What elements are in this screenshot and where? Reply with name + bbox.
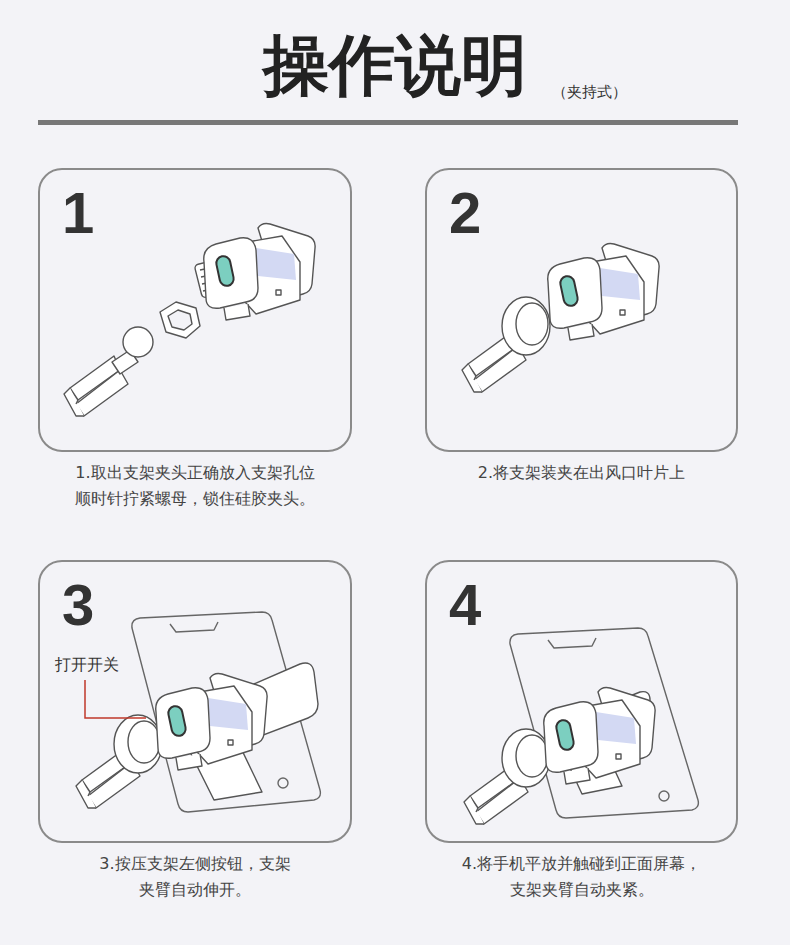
step-number: 2 [449, 180, 481, 246]
step-number: 3 [62, 572, 94, 638]
step-number: 4 [449, 572, 481, 638]
leader-line [85, 680, 146, 718]
step-caption: 1.取出支架夹头正确放入支架孔位 顺时针拧紧螺母，锁住硅胶夹头。 [72, 460, 318, 512]
callout-label: 打开开关 [55, 654, 119, 676]
subtitle: （夹持式） [552, 82, 627, 102]
step-caption: 2.将支架装夹在出风口叶片上 [478, 460, 685, 486]
step-caption: 4.将手机平放并触碰到正面屏幕， 支架夹臂自动夹紧。 [459, 851, 705, 903]
step-panel: 33.按压支架左侧按钮，支架 夹臂自动伸开。 [38, 560, 352, 843]
step-panel: 11.取出支架夹头正确放入支架孔位 顺时针拧紧螺母，锁住硅胶夹头。 [38, 168, 352, 452]
page-title: 操作说明 [0, 24, 790, 108]
step-panel: 22.将支架装夹在出风口叶片上 [425, 168, 738, 452]
step-number: 1 [62, 180, 94, 246]
step-caption: 3.按压支架左侧按钮，支架 夹臂自动伸开。 [96, 851, 294, 903]
step-panel: 44.将手机平放并触碰到正面屏幕， 支架夹臂自动夹紧。 [425, 560, 738, 843]
